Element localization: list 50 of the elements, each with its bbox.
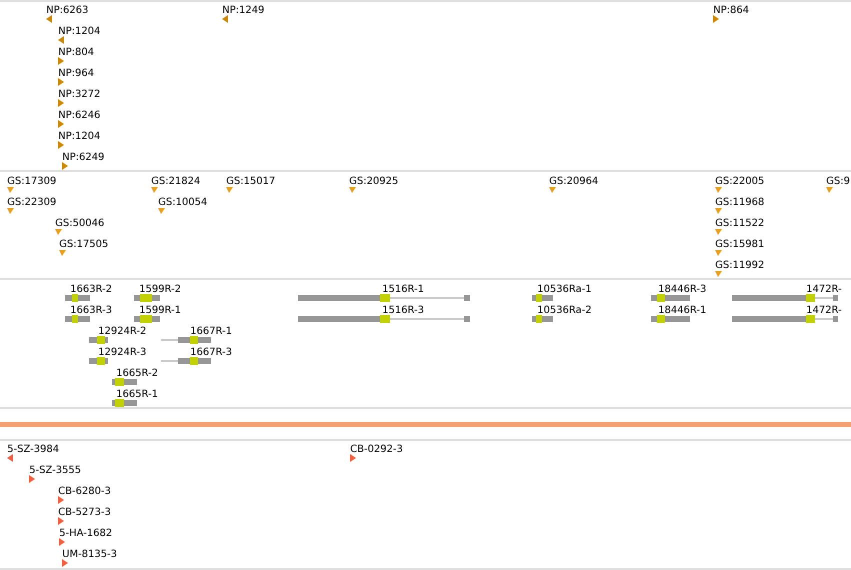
feature-label: CB-0292-3 bbox=[350, 444, 402, 452]
feature-label: 1667R-1 bbox=[191, 326, 232, 334]
feature-label: GS:9 bbox=[826, 176, 850, 184]
feature-label: NP:864 bbox=[714, 6, 748, 14]
feature-label: NP:964 bbox=[59, 68, 94, 76]
feature-label: 1516R-3 bbox=[383, 306, 424, 314]
feature-label: 5-SZ-3555 bbox=[30, 466, 80, 474]
feature-label: GS:11522 bbox=[716, 218, 764, 226]
feature-label: GS:11992 bbox=[716, 260, 764, 268]
feature-label: 5-SZ-3984 bbox=[8, 444, 58, 452]
feature-label: 1667R-3 bbox=[191, 348, 232, 356]
feature-label: GS:50046 bbox=[56, 218, 104, 226]
feature-label: GS:20925 bbox=[350, 176, 398, 184]
feature-label: 5-HA-1682 bbox=[60, 528, 112, 536]
feature-label: 1599R-1 bbox=[140, 306, 180, 314]
feature-label: NP:804 bbox=[59, 48, 94, 56]
feature-label: 12924R-2 bbox=[99, 326, 146, 334]
feature-label: GS:22005 bbox=[716, 176, 764, 184]
feature-label: GS:10054 bbox=[158, 198, 207, 206]
feature-label: 1665R-1 bbox=[117, 390, 158, 398]
feature-label: GS:11968 bbox=[716, 198, 764, 206]
feature-label: 1665R-2 bbox=[117, 368, 158, 376]
feature-label: UM-8135-3 bbox=[63, 550, 116, 558]
feature-label: CB-5273-3 bbox=[58, 508, 110, 516]
feature-label: NP:6263 bbox=[47, 6, 88, 14]
feature-label: 12924R-3 bbox=[99, 348, 146, 356]
feature-label: 1516R-1 bbox=[383, 284, 424, 292]
feature-label: GS:17309 bbox=[8, 176, 56, 184]
feature-label: 1472R- bbox=[807, 306, 842, 313]
feature-label: NP:1204 bbox=[59, 26, 100, 34]
feature-label: NP:3272 bbox=[59, 90, 100, 98]
feature-label: GS:15981 bbox=[716, 240, 764, 248]
feature-label: NP:1204 bbox=[59, 132, 100, 140]
feature-label: GS:22309 bbox=[8, 198, 56, 206]
feature-label: 10536Ra-1 bbox=[538, 284, 591, 292]
feature-label: 1663R-2 bbox=[71, 284, 112, 292]
feature-label: 1663R-3 bbox=[71, 306, 112, 314]
feature-label: NP:6249 bbox=[63, 152, 104, 160]
feature-label: 18446R-1 bbox=[659, 306, 706, 314]
feature-label: 18446R-3 bbox=[659, 284, 706, 292]
feature-label: GS:21824 bbox=[152, 176, 200, 184]
feature-label: NP:6246 bbox=[59, 110, 100, 118]
feature-label: NP:1249 bbox=[223, 6, 264, 14]
feature-label: GS:20964 bbox=[550, 176, 598, 184]
feature-label: GS:15017 bbox=[226, 176, 274, 184]
feature-label: 1599R-2 bbox=[140, 284, 180, 292]
feature-label: CB-6280-3 bbox=[58, 486, 110, 494]
feature-label: 1472R- bbox=[807, 284, 842, 292]
feature-label: 10536Ra-2 bbox=[538, 306, 591, 314]
feature-label: GS:17505 bbox=[60, 240, 108, 248]
